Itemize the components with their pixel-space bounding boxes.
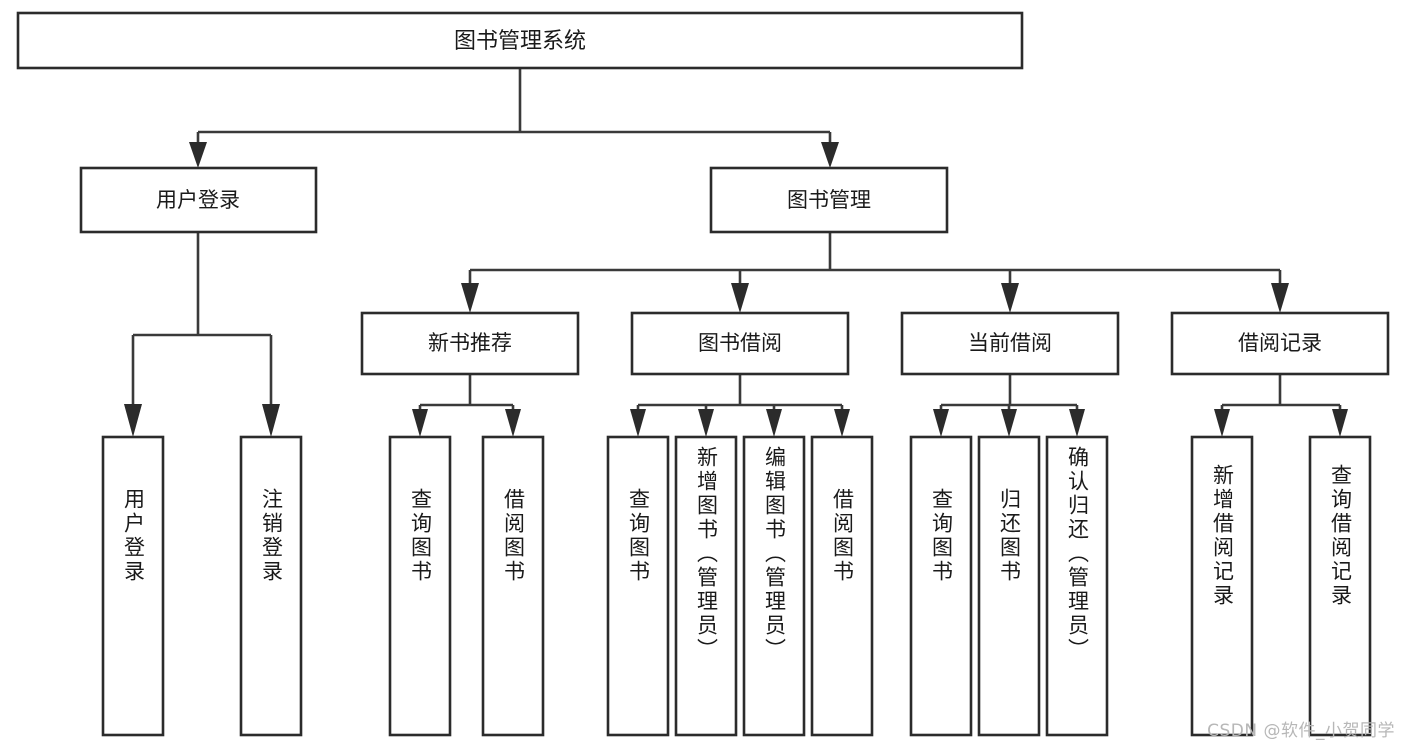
node-box-leaf-borrow-query[interactable] bbox=[606, 435, 670, 737]
node-box-leaf-user-login[interactable] bbox=[101, 435, 165, 737]
node-box-book-borrow[interactable] bbox=[630, 311, 850, 376]
arrow-head-current-confirm bbox=[1069, 409, 1085, 437]
arrow-head-borrow-record bbox=[1271, 283, 1289, 313]
node-label-book-manage: 图书管理 bbox=[787, 188, 871, 212]
node-box-current-borrow[interactable] bbox=[900, 311, 1120, 376]
node-box-leaf-current-confirm[interactable] bbox=[1045, 435, 1109, 737]
arrow-head-leaf-user-logout bbox=[262, 404, 280, 437]
node-box-leaf-recommend-query[interactable] bbox=[388, 435, 452, 737]
arrow-head-current-query bbox=[933, 409, 949, 437]
arrow-head-book-manage bbox=[821, 142, 839, 168]
arrow-head-current-borrow bbox=[1001, 283, 1019, 313]
arrow-head-recommend-query bbox=[412, 409, 428, 437]
arrow-head-recommend-borrow bbox=[505, 409, 521, 437]
node-box-user-login[interactable] bbox=[79, 166, 318, 234]
watermark-text: CSDN @软件_小贺同学 bbox=[1207, 721, 1395, 741]
arrow-head-current-return bbox=[1001, 409, 1017, 437]
node-label-user-login: 用户登录 bbox=[156, 188, 240, 212]
node-box-book-manage[interactable] bbox=[709, 166, 949, 234]
arrow-head-record-query bbox=[1332, 409, 1348, 437]
node-label-root: 图书管理系统 bbox=[454, 29, 586, 54]
arrow-head-borrow-add bbox=[698, 409, 714, 437]
node-label-current-borrow: 当前借阅 bbox=[968, 331, 1052, 355]
arrow-head-record-add bbox=[1214, 409, 1230, 437]
node-box-leaf-borrow-edit[interactable] bbox=[742, 435, 806, 737]
arrow-head-borrow-borrow bbox=[834, 409, 850, 437]
node-label-borrow-record: 借阅记录 bbox=[1238, 331, 1322, 355]
node-layer: 图书管理系统 用户登录 图书管理 新书推荐 图书借阅 当前借阅 借阅记录 bbox=[16, 11, 1390, 737]
node-label-book-borrow: 图书借阅 bbox=[698, 331, 782, 355]
node-box-root[interactable] bbox=[16, 11, 1024, 70]
node-label-new-book-recommend: 新书推荐 bbox=[428, 331, 512, 355]
node-box-borrow-record[interactable] bbox=[1170, 311, 1390, 376]
arrow-head-user-login bbox=[189, 142, 207, 168]
arrow-head-new-book-recommend bbox=[461, 283, 479, 313]
node-box-leaf-borrow-add[interactable] bbox=[674, 435, 738, 737]
node-box-leaf-record-add[interactable] bbox=[1190, 435, 1254, 737]
node-box-leaf-borrow-borrow[interactable] bbox=[810, 435, 874, 737]
node-box-new-book-recommend[interactable] bbox=[360, 311, 580, 376]
arrow-head-borrow-query bbox=[630, 409, 646, 437]
node-box-leaf-current-query[interactable] bbox=[909, 435, 973, 737]
arrow-head-book-borrow bbox=[731, 283, 749, 313]
arrow-head-borrow-edit bbox=[766, 409, 782, 437]
connector-layer bbox=[124, 68, 1348, 437]
node-box-leaf-user-logout[interactable] bbox=[239, 435, 303, 737]
node-box-leaf-record-query[interactable] bbox=[1308, 435, 1372, 737]
node-box-leaf-recommend-borrow[interactable] bbox=[481, 435, 545, 737]
arrow-head-leaf-user-login bbox=[124, 404, 142, 437]
node-box-leaf-current-return[interactable] bbox=[977, 435, 1041, 737]
